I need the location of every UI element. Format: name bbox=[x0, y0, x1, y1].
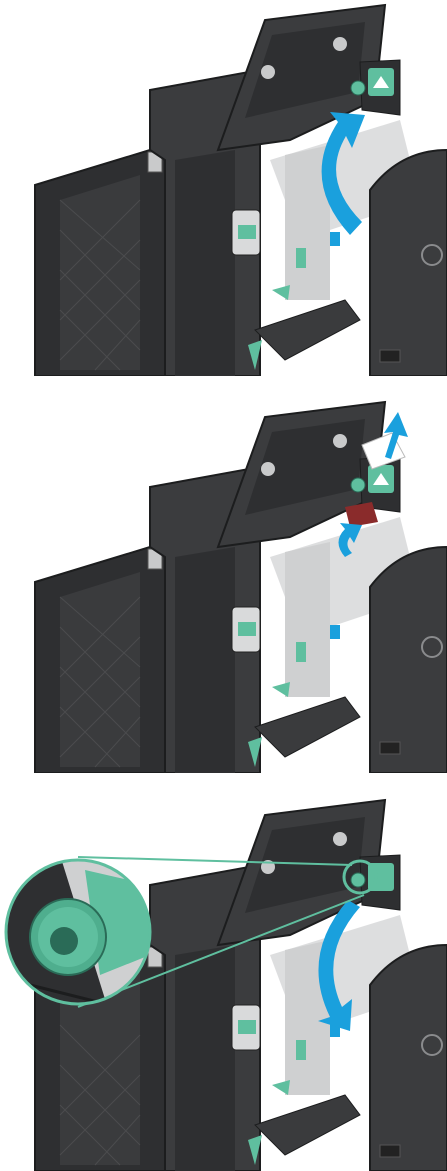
left-door-texture bbox=[60, 572, 140, 767]
green-knob-icon[interactable] bbox=[351, 873, 365, 887]
right-body bbox=[370, 547, 447, 773]
small-button[interactable] bbox=[380, 742, 400, 754]
body-inner bbox=[175, 945, 235, 1171]
cover-latch-right bbox=[333, 37, 347, 51]
right-body bbox=[370, 150, 447, 376]
cover-latch-left bbox=[261, 65, 275, 79]
step-1-panel bbox=[0, 0, 447, 376]
right-body bbox=[370, 945, 447, 1171]
green-lever-low[interactable] bbox=[272, 285, 290, 300]
small-button[interactable] bbox=[380, 350, 400, 362]
lower-tray[interactable] bbox=[255, 1095, 360, 1155]
cover-latch-left bbox=[261, 462, 275, 476]
inner-guide bbox=[285, 542, 330, 697]
green-lever-low[interactable] bbox=[272, 1080, 290, 1095]
lower-tray[interactable] bbox=[255, 300, 360, 360]
stapler-handle-green[interactable] bbox=[238, 622, 256, 636]
small-button[interactable] bbox=[380, 1145, 400, 1157]
body-inner bbox=[175, 150, 235, 376]
step-3-panel bbox=[0, 795, 447, 1171]
cover-latch-right bbox=[333, 434, 347, 448]
stapler-handle-green[interactable] bbox=[238, 225, 256, 239]
green-lever-mid[interactable] bbox=[296, 1040, 306, 1060]
step-2-illustration bbox=[0, 397, 447, 773]
stapler-handle-green[interactable] bbox=[238, 1020, 256, 1034]
left-door-texture bbox=[60, 175, 140, 370]
green-lever-mid[interactable] bbox=[296, 248, 306, 268]
cover-latch-right bbox=[333, 832, 347, 846]
blue-indicator bbox=[330, 625, 340, 639]
lower-tray[interactable] bbox=[255, 697, 360, 757]
blue-indicator bbox=[330, 232, 340, 246]
green-knob-icon[interactable] bbox=[351, 81, 365, 95]
step-2-panel bbox=[0, 397, 447, 773]
body-inner bbox=[175, 547, 235, 773]
green-lever-mid[interactable] bbox=[296, 642, 306, 662]
step-1-illustration bbox=[0, 0, 447, 376]
green-lever-low[interactable] bbox=[272, 682, 290, 697]
step-3-illustration bbox=[0, 795, 447, 1171]
green-knob-icon[interactable] bbox=[351, 478, 365, 492]
